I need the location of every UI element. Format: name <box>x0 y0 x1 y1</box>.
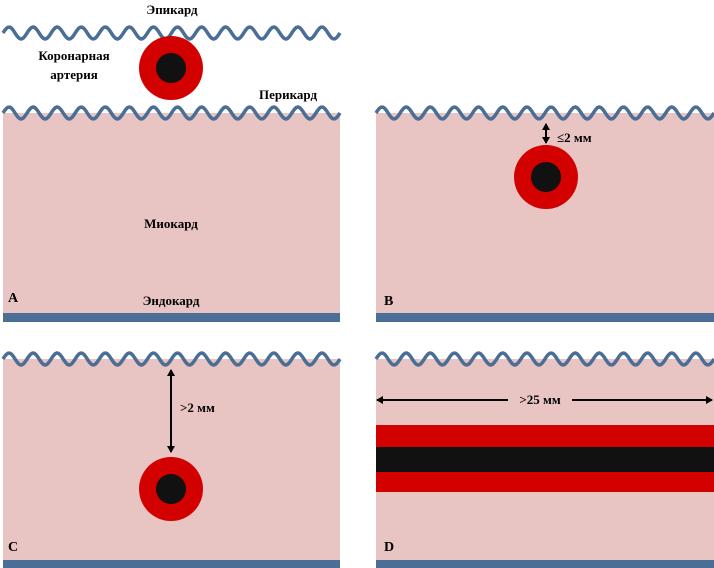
panel-c: >2 мм C <box>1 351 342 568</box>
endocardium-band <box>376 313 714 322</box>
artery-wall-upper <box>376 425 714 447</box>
endocardium-label: Эндокард <box>143 293 200 308</box>
coronary-artery-label-line1: Коронарная <box>38 48 109 63</box>
length-measurement-label: >25 мм <box>519 392 561 407</box>
depth-measurement-label: ≤2 мм <box>557 130 592 145</box>
endocardium-band <box>3 313 340 322</box>
panel-letter-a: A <box>8 291 19 306</box>
panel-letter-d: D <box>384 540 394 555</box>
epicardium-wave <box>374 105 714 121</box>
coronary-artery <box>139 457 203 521</box>
epicardium-wave <box>1 25 342 41</box>
artery-lumen <box>531 162 561 192</box>
epicardium-wave <box>374 351 714 367</box>
epicardium-label: Эпикард <box>146 2 198 17</box>
artery-lumen <box>376 447 714 472</box>
endocardium-band <box>3 560 340 568</box>
myocardium-label: Миокард <box>144 216 198 231</box>
panel-letter-c: C <box>8 540 18 555</box>
pericardium-wave <box>1 105 342 121</box>
panel-b: ≤2 мм B <box>374 105 714 322</box>
artery-lumen <box>156 53 186 83</box>
endocardium-band <box>376 560 714 568</box>
coronary-artery <box>514 145 578 209</box>
coronary-artery <box>139 36 203 100</box>
panel-a: Эпикард Коронарная артерия Перикард Миок… <box>1 2 342 322</box>
myocardium-region <box>3 113 340 313</box>
artery-wall-lower <box>376 472 714 492</box>
epicardium-wave <box>1 351 342 367</box>
pericardium-label: Перикард <box>259 87 317 102</box>
intramyocardial-artery-segment <box>376 425 714 492</box>
artery-lumen <box>156 474 186 504</box>
panel-d: >25 мм D <box>374 351 714 568</box>
depth-measurement-label: >2 мм <box>180 400 215 415</box>
coronary-artery-label-line2: артерия <box>50 67 97 82</box>
panel-letter-b: B <box>384 294 393 309</box>
